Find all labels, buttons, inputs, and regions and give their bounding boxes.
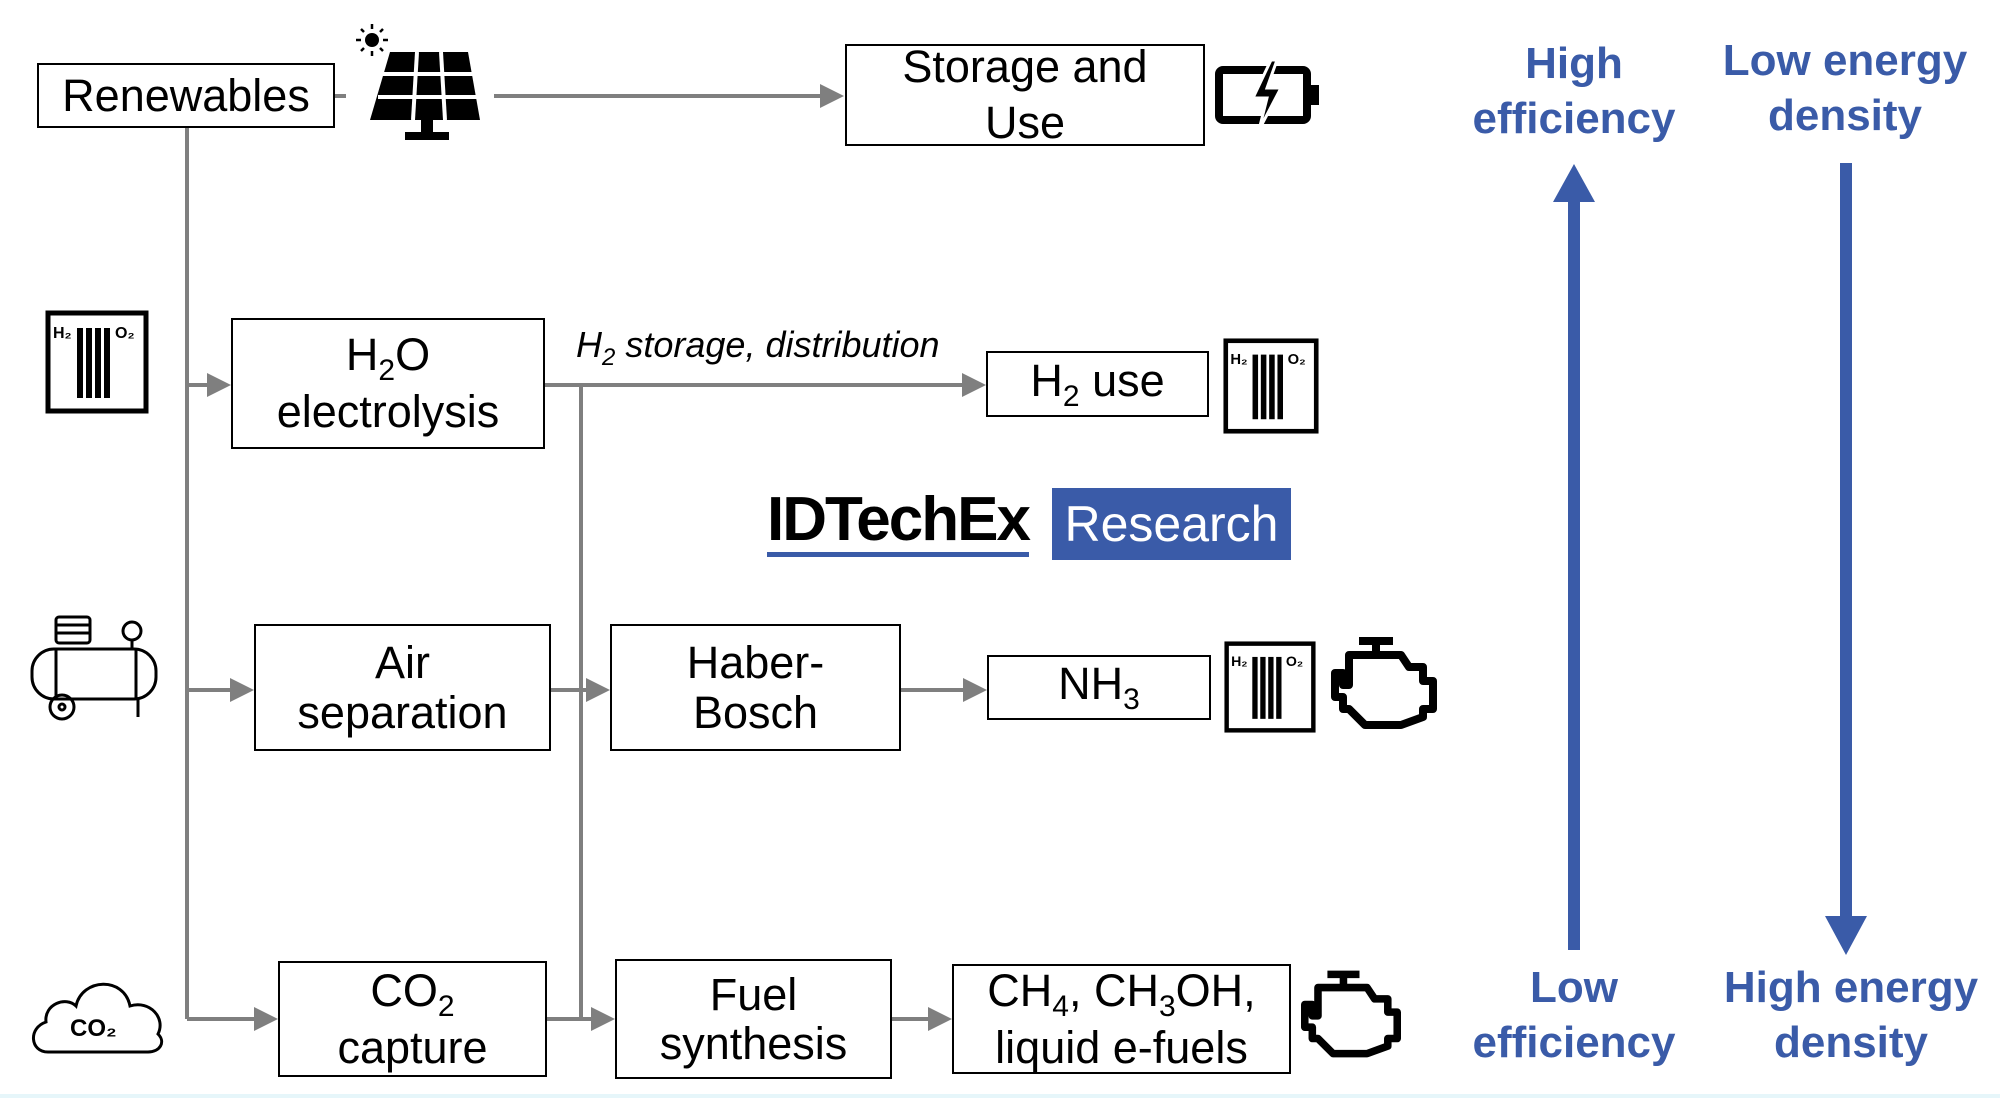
fuel-cell-icon: H₂ O₂ (1223, 338, 1319, 434)
node-nh3: NH3 (987, 655, 1211, 720)
node-label: CH4, CH3OH, (987, 964, 1256, 1023)
node-label: Renewables (62, 69, 310, 121)
node-co2-capture: CO2 capture (278, 961, 547, 1077)
node-label: Air (375, 637, 430, 688)
node-renewables: Renewables (37, 63, 335, 128)
node-label: CO2 (370, 964, 455, 1023)
svg-text:CO₂: CO₂ (70, 1015, 117, 1042)
node-label: H2 use (1030, 354, 1165, 413)
node-label: electrolysis (276, 386, 500, 438)
node-label: H2O (345, 329, 431, 388)
node-label: capture (337, 1021, 488, 1073)
battery-charging-icon (1215, 60, 1319, 130)
node-h2o-electrolysis: H2O electrolysis (231, 318, 545, 449)
electrolyzer-icon: H₂ O₂ (45, 310, 149, 414)
node-label: Haber- (686, 637, 825, 688)
svg-text:H₂: H₂ (1231, 653, 1248, 669)
engine-icon (1301, 970, 1401, 1058)
svg-text:O₂: O₂ (115, 325, 135, 342)
node-label: Use (984, 97, 1066, 148)
fuel-cell-icon: H₂ O₂ (1224, 641, 1316, 733)
efficiency-arrow-shaft (1568, 200, 1580, 950)
edge-label-h2-storage: H2 storage, distribution (576, 324, 940, 372)
efficiency-arrow-head (1553, 164, 1595, 202)
node-label: liquid e-fuels (995, 1021, 1248, 1073)
density-arrow-shaft (1840, 163, 1852, 918)
svg-text:H₂: H₂ (53, 325, 72, 342)
node-h2-use: H2 use (986, 351, 1209, 417)
engine-icon (1331, 637, 1437, 729)
idtechex-logo: IDTechEx (767, 488, 1031, 557)
node-label: separation (297, 686, 508, 738)
node-air-separation: Air separation (254, 624, 551, 751)
logo-brand: IDTechEx (767, 488, 1031, 557)
node-label: Bosch (692, 686, 819, 738)
node-label: Fuel (709, 968, 798, 1020)
node-e-fuels: CH4, CH3OH, liquid e-fuels (952, 964, 1291, 1074)
node-label: Storage and (902, 40, 1148, 92)
svg-text:H₂: H₂ (1230, 352, 1247, 368)
svg-text:O₂: O₂ (1286, 653, 1303, 669)
bottom-border (0, 1094, 2000, 1098)
co2-cloud-icon: CO₂ (32, 982, 164, 1054)
node-fuel-synthesis: Fuel synthesis (615, 959, 892, 1079)
node-haber-bosch: Haber- Bosch (610, 624, 901, 751)
logo-research-tag: Research (1052, 488, 1291, 560)
node-storage-use: Storage and Use (845, 41, 1205, 148)
solar-panel-icon (356, 24, 480, 140)
node-label: NH3 (1058, 658, 1140, 716)
density-arrow-head (1825, 916, 1867, 955)
air-compressor-icon (30, 615, 158, 721)
svg-text:O₂: O₂ (1288, 352, 1306, 368)
node-label: synthesis (659, 1018, 848, 1069)
